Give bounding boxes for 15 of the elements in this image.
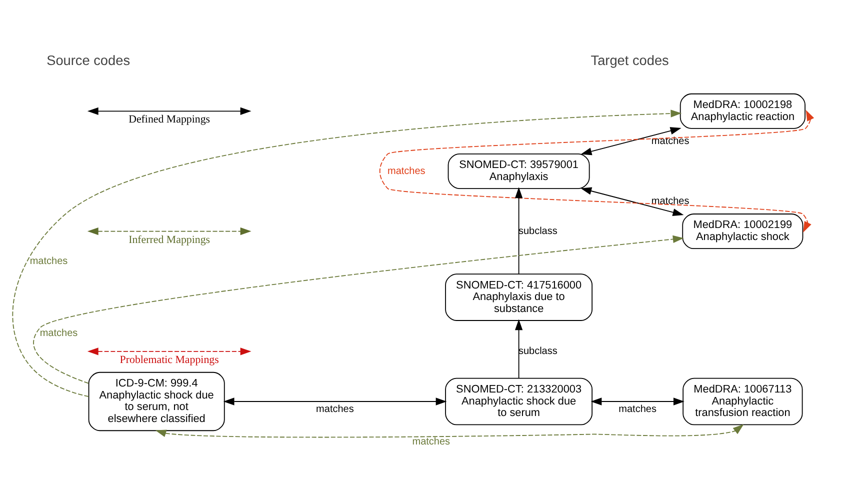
edge-label: matches xyxy=(412,436,450,448)
label: Target codes xyxy=(590,53,669,68)
legend-label: Defined Mappings xyxy=(128,114,210,126)
edge-label: subclass xyxy=(518,226,558,237)
edge-label: matches xyxy=(651,136,690,147)
edge-label: subclass xyxy=(518,346,558,357)
edge-label: matches xyxy=(618,404,656,416)
legend-label: Problematic Mappings xyxy=(120,354,219,366)
label: Source codes xyxy=(46,53,130,68)
edge-label: matches xyxy=(651,196,690,207)
legend-label: Inferred Mappings xyxy=(128,234,210,246)
edge-label: matches xyxy=(40,328,78,339)
edge-label: matches xyxy=(316,404,354,416)
edge-label: matches xyxy=(388,166,426,177)
edge-label: matches xyxy=(30,256,68,267)
